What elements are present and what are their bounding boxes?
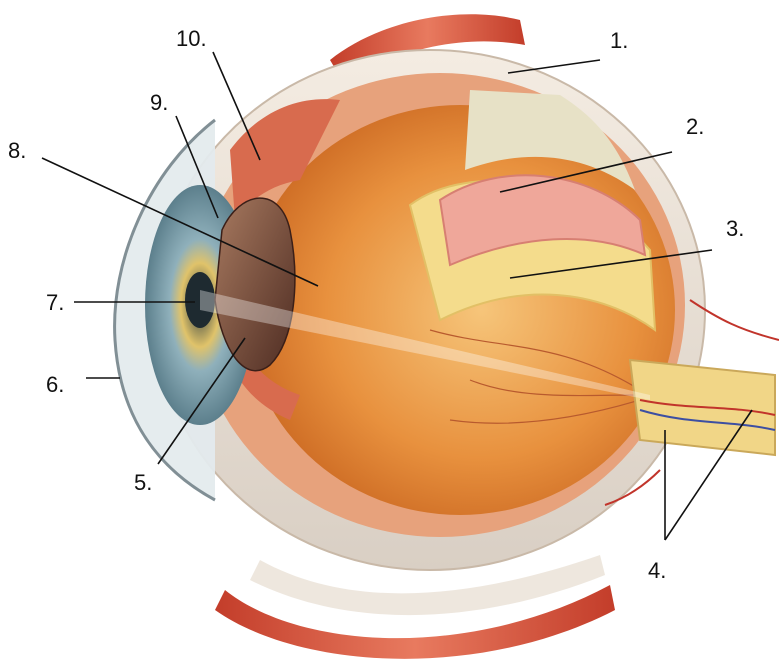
label-5: 5. [134,470,152,495]
label-7: 7. [46,290,64,315]
label-1: 1. [610,28,628,53]
lens [215,198,295,371]
label-4: 4. [648,558,666,583]
label-8: 8. [8,138,26,163]
label-10: 10. [176,26,207,51]
label-6: 6. [46,372,64,397]
label-3: 3. [726,216,744,241]
label-9: 9. [150,90,168,115]
label-2: 2. [686,114,704,139]
